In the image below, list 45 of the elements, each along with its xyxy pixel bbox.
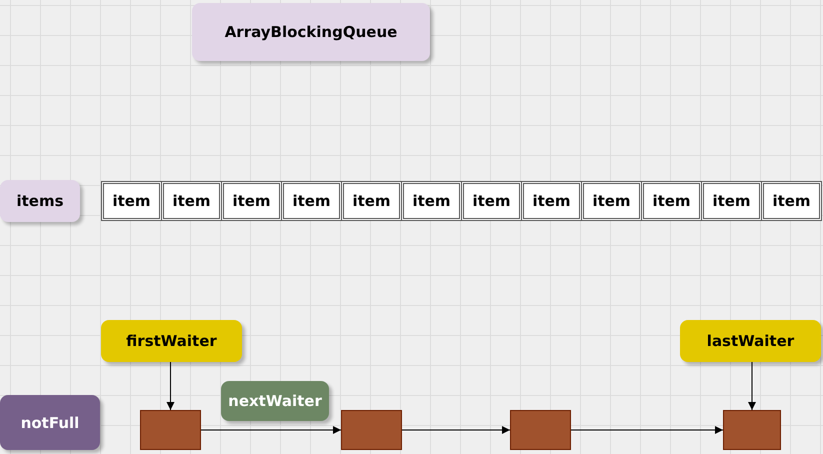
node-label: item <box>352 192 391 210</box>
node-box <box>140 410 201 450</box>
node-label: notFull <box>20 414 80 432</box>
node-label: item <box>292 192 331 210</box>
array-cell <box>461 181 522 221</box>
arrow <box>166 362 174 410</box>
node-box <box>341 410 402 450</box>
condition-box <box>0 395 100 450</box>
array-cell <box>221 181 282 221</box>
node-label: ArrayBlockingQueue <box>224 23 398 41</box>
node-label: item <box>532 192 571 210</box>
array-cell <box>161 181 222 221</box>
node-label: item <box>772 192 811 210</box>
array-cell <box>521 181 582 221</box>
pointer-box <box>101 320 242 362</box>
array-cell <box>401 181 462 221</box>
node-label: items <box>16 192 64 210</box>
node-label: nextWaiter <box>228 392 322 410</box>
node-label: item <box>172 192 211 210</box>
node-label: item <box>592 192 631 210</box>
arrow <box>200 426 342 434</box>
arrow <box>748 362 756 410</box>
node-label: item <box>712 192 751 210</box>
pointer-box <box>221 381 329 421</box>
array-cell <box>761 181 822 221</box>
label-box <box>192 3 430 61</box>
arrow <box>570 426 724 434</box>
node-box <box>723 410 781 450</box>
arrow <box>402 426 510 434</box>
array-cell <box>281 181 342 221</box>
array-cell <box>341 181 402 221</box>
node-label: item <box>472 192 511 210</box>
array-cell <box>101 181 162 221</box>
node-label: firstWaiter <box>126 332 217 350</box>
label-box <box>0 180 80 222</box>
node-label: lastWaiter <box>706 332 794 350</box>
array-cell <box>641 181 702 221</box>
node-label: item <box>412 192 451 210</box>
array-cell <box>581 181 642 221</box>
pointer-box <box>680 320 821 362</box>
array-cell <box>701 181 762 221</box>
node-label: item <box>232 192 271 210</box>
node-label: item <box>112 192 151 210</box>
node-box <box>510 410 571 450</box>
node-label: item <box>652 192 691 210</box>
